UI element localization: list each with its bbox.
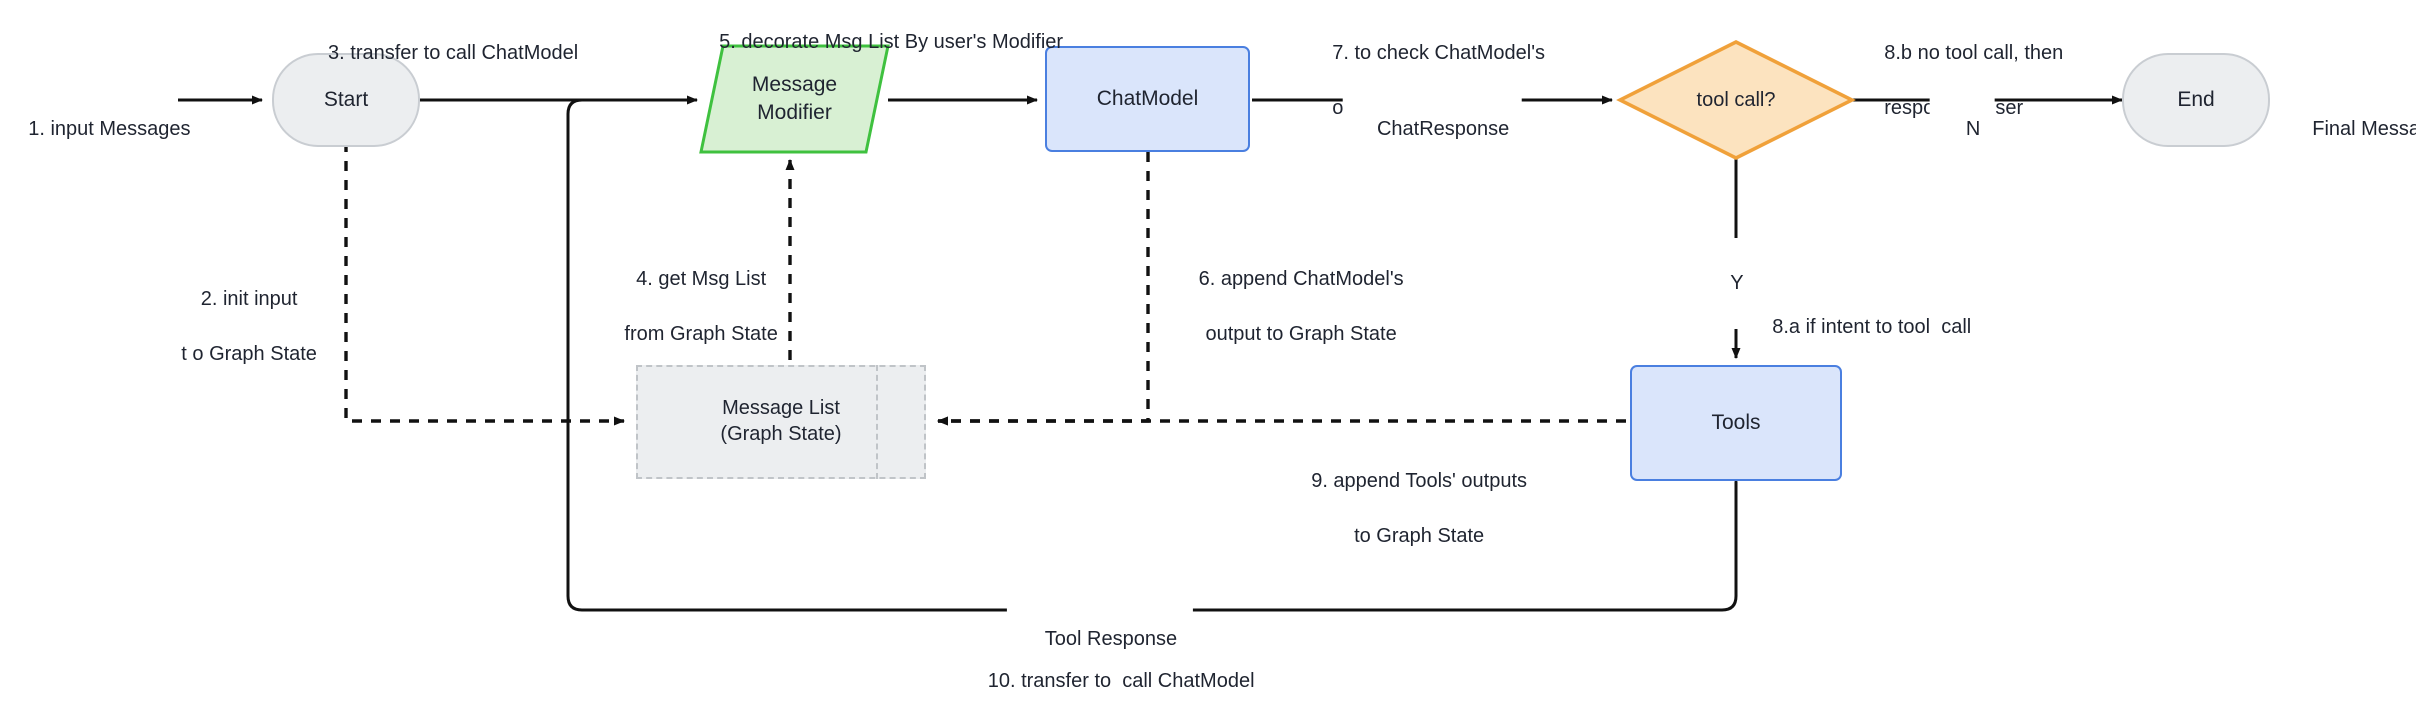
edge-chatmodel-to-store (937, 152, 1150, 426)
node-chatmodel-label: ChatModel (1096, 86, 1199, 110)
node-message-modifier-label-2: Modifier (757, 101, 832, 124)
node-message-modifier-label-1: Message (751, 73, 838, 97)
label-init-input: 2. init input t o Graph State (181, 287, 317, 365)
node-end-label: End (2177, 87, 2215, 111)
label-append-chatmodel-output: 6. append ChatModel's output to Graph St… (1198, 267, 1404, 345)
edge-start-to-store (344, 142, 625, 426)
label-final-message: Final Message (2312, 117, 2416, 140)
node-start[interactable]: Start (272, 53, 420, 147)
node-message-modifier[interactable]: Message Modifier (701, 46, 888, 152)
node-end[interactable]: End (2122, 53, 2270, 147)
store-fold-line (876, 365, 878, 479)
node-chatmodel[interactable]: ChatModel (1045, 46, 1250, 152)
label-append-tools-outputs: 9. append Tools' outputs to Graph State (1311, 469, 1528, 547)
label-get-msg-list: 4. get Msg List from Graph State (624, 267, 778, 345)
node-tool-call-decision[interactable]: tool call? (1636, 70, 1836, 130)
label-chat-response: ChatResponse (1342, 88, 1522, 171)
label-transfer-to-call-chatmodel-10: 10. transfer to call ChatModel (987, 669, 1255, 692)
label-transfer-to-call-chatmodel: 3. transfer to call ChatModel (328, 41, 579, 64)
node-tools-label: Tools (1711, 410, 1761, 434)
node-message-list-label-2: (Graph State) (720, 423, 842, 445)
node-tools[interactable]: Tools (1630, 365, 1842, 481)
flowchart-canvas: Start Message Modifier ChatModel tool ca… (28, 30, 2416, 692)
label-branch-yes: Y (1698, 238, 1754, 329)
node-tool-call-decision-label: tool call? (1696, 88, 1776, 111)
node-message-list-label-1: Message List (722, 397, 840, 420)
node-message-list-store[interactable]: Message List (Graph State) (636, 365, 926, 479)
label-input-messages: 1. input Messages (28, 117, 191, 140)
label-branch-no: N (1929, 88, 1995, 171)
label-if-intent-tool-call: 8.a if intent to tool call (1772, 315, 1972, 338)
node-start-label: Start (323, 87, 369, 111)
label-decorate-msg-list: 5. decorate Msg List By user's Modifier (719, 30, 1064, 53)
